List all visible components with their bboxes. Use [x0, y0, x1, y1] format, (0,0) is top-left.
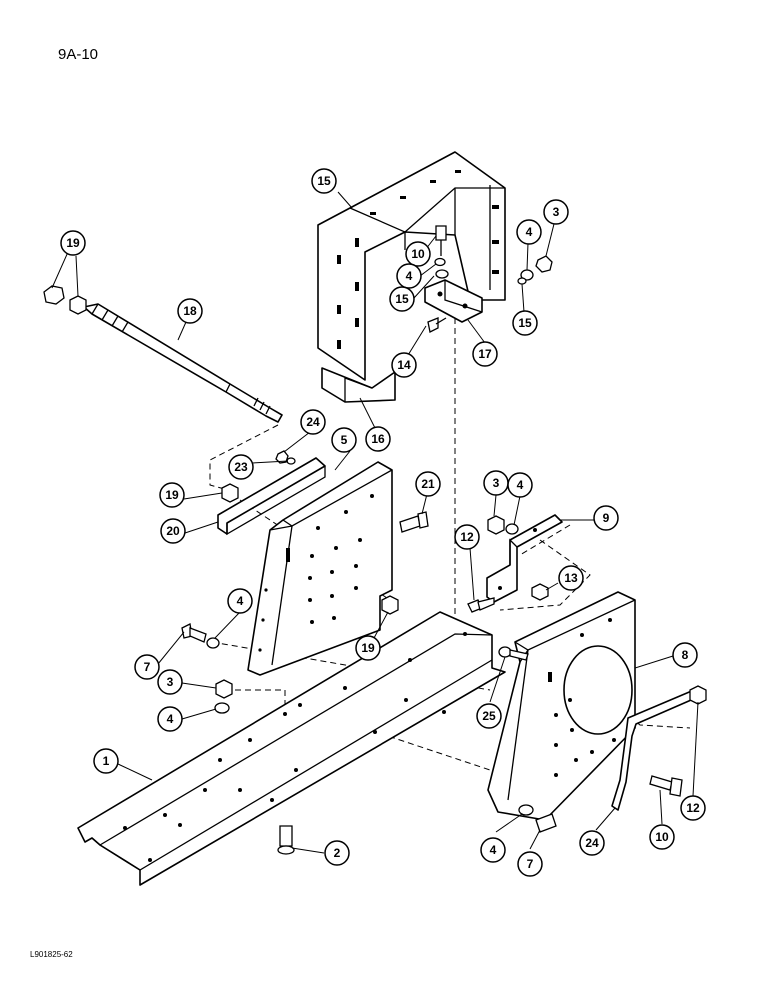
callout-4-top-right: 4	[516, 219, 542, 245]
callout-19-bottom: 19	[355, 635, 381, 661]
callout-23: 24	[300, 409, 326, 435]
svg-text:4: 4	[526, 225, 533, 239]
svg-text:23: 23	[234, 460, 248, 474]
svg-text:19: 19	[66, 236, 80, 250]
svg-text:4: 4	[406, 269, 413, 283]
callout-1: 1	[93, 748, 119, 774]
hardware-items	[43, 225, 707, 855]
leader-lines	[51, 191, 699, 854]
svg-text:7: 7	[527, 857, 534, 871]
svg-text:19: 19	[361, 641, 375, 655]
svg-text:16: 16	[371, 432, 385, 446]
callout-18: 18	[177, 298, 203, 324]
callout-11: 12	[454, 524, 480, 550]
svg-text:15: 15	[317, 174, 331, 188]
svg-text:7: 7	[144, 660, 151, 674]
part-lower-bracket	[321, 367, 396, 403]
part-angle-bracket	[424, 279, 483, 323]
callout-9: 9	[593, 505, 619, 531]
callout-12-middle: 13	[558, 565, 584, 591]
svg-text:2: 2	[334, 846, 341, 860]
svg-text:14: 14	[397, 358, 411, 372]
svg-text:15: 15	[518, 316, 532, 330]
callout-3-middle: 3	[483, 470, 509, 496]
svg-text:19: 19	[165, 488, 179, 502]
svg-text:10: 10	[655, 830, 669, 844]
part-threaded-rod	[83, 303, 283, 423]
svg-text:15: 15	[395, 292, 409, 306]
drawing-code: L901825-62	[30, 950, 73, 959]
svg-text:4: 4	[237, 594, 244, 608]
callout-10-bottom: 10	[649, 824, 675, 850]
callout-21: 21	[415, 471, 441, 497]
callout-19-top: 19	[60, 230, 86, 256]
callout-10-top: 10	[405, 241, 431, 267]
svg-text:1: 1	[103, 754, 110, 768]
callout-20: 20	[160, 518, 186, 544]
callout-25: 25	[476, 703, 502, 729]
svg-text:20: 20	[166, 524, 180, 538]
svg-text:3: 3	[493, 476, 500, 490]
svg-text:12: 12	[686, 801, 700, 815]
callout-14: 14	[391, 352, 417, 378]
callout-4-lower-left: 4	[157, 706, 183, 732]
callout-24: 24	[579, 830, 605, 856]
svg-text:18: 18	[183, 304, 197, 318]
callout-8: 8	[672, 642, 698, 668]
callout-3-top: 3	[543, 199, 569, 225]
part-left-plate	[247, 461, 393, 676]
svg-text:17: 17	[478, 347, 492, 361]
callout-2: 2	[324, 840, 350, 866]
callout-15-left: 15	[389, 286, 415, 312]
callout-4-left: 4	[227, 588, 253, 614]
svg-text:13: 13	[564, 571, 578, 585]
callout-4-top: 4	[396, 263, 422, 289]
svg-text:24: 24	[585, 836, 599, 850]
svg-text:8: 8	[682, 648, 689, 662]
svg-text:25: 25	[482, 709, 496, 723]
callout-3-left: 3	[157, 669, 183, 695]
svg-text:9: 9	[603, 511, 610, 525]
svg-text:4: 4	[167, 712, 174, 726]
svg-text:3: 3	[553, 205, 560, 219]
callout-13: 15	[311, 168, 337, 194]
part-right-plate	[487, 591, 636, 821]
svg-text:24: 24	[306, 415, 320, 429]
svg-text:10: 10	[411, 247, 425, 261]
svg-text:4: 4	[517, 478, 524, 492]
svg-text:12: 12	[460, 530, 474, 544]
callout-22: 23	[228, 454, 254, 480]
svg-text:3: 3	[167, 675, 174, 689]
callout-4-middle: 4	[507, 472, 533, 498]
callout-12-bottom: 12	[680, 795, 706, 821]
part-angle-strip	[217, 457, 326, 536]
page-reference: 9A-10	[58, 46, 99, 63]
callout-7-left: 7	[134, 654, 160, 680]
callout-7-bottom: 7	[517, 851, 543, 877]
part-main-channel	[77, 611, 506, 886]
part-upper-shield	[317, 151, 506, 381]
callout-5: 5	[331, 427, 357, 453]
callout-17: 17	[472, 341, 498, 367]
svg-text:4: 4	[490, 843, 497, 857]
svg-text:21: 21	[421, 477, 435, 491]
part-bent-bracket	[486, 514, 563, 603]
callout-19-middle: 19	[159, 482, 185, 508]
callout-16: 16	[365, 426, 391, 452]
callout-4-bottom: 4	[480, 837, 506, 863]
svg-text:5: 5	[341, 433, 348, 447]
callout-15-right: 15	[512, 310, 538, 336]
